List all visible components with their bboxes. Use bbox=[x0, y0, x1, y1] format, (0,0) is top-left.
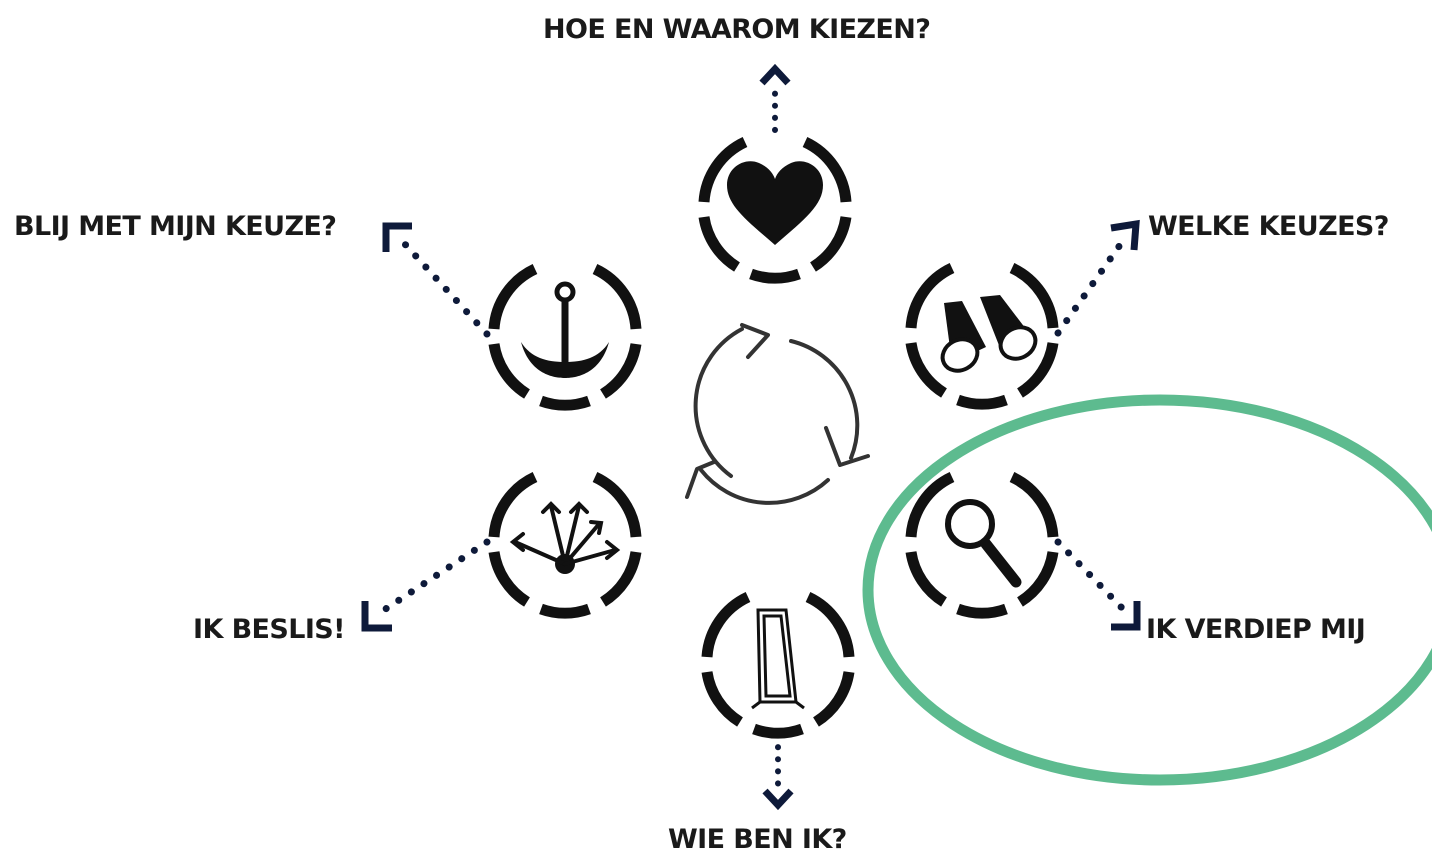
binoculars-icon bbox=[940, 295, 1038, 373]
connector-heart bbox=[762, 69, 788, 133]
mirror-icon bbox=[751, 608, 805, 710]
label-heart: HOE EN WAAROM KIEZEN? bbox=[543, 14, 931, 45]
label-magnifier: IK VERDIEP MIJ bbox=[1146, 614, 1366, 645]
stage-node-crossroads bbox=[488, 472, 642, 619]
label-binoculars: WELKE KEUZES? bbox=[1148, 211, 1389, 242]
label-anchor: BLIJ MET MIJN KEUZE? bbox=[14, 211, 337, 242]
connector-anchor bbox=[382, 222, 491, 338]
stage-node-binoculars bbox=[905, 263, 1059, 410]
highlight-ellipse bbox=[862, 394, 1432, 786]
anchor-icon bbox=[521, 281, 609, 378]
connector-magnifier bbox=[1054, 538, 1141, 631]
magnifier-icon bbox=[945, 499, 1022, 588]
stage-node-magnifier bbox=[905, 472, 1059, 619]
label-mirror: WIE BEN IK? bbox=[668, 824, 847, 855]
connector-binoculars bbox=[1054, 219, 1140, 337]
stage-node-anchor bbox=[488, 264, 642, 411]
connector-mirror bbox=[765, 732, 791, 805]
cycle-arrows-icon bbox=[685, 323, 870, 505]
connector-crossroads bbox=[361, 538, 491, 632]
stage-node-mirror bbox=[701, 592, 855, 739]
label-crossroads: IK BESLIS! bbox=[193, 614, 345, 645]
crossroads-icon bbox=[509, 501, 621, 574]
stage-node-heart bbox=[698, 137, 852, 284]
heart-icon bbox=[727, 161, 823, 245]
